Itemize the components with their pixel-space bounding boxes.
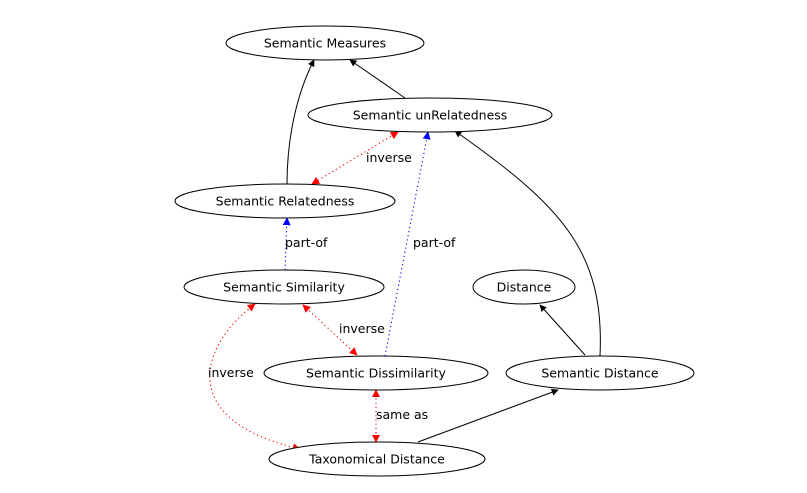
node-semantic-similarity[interactable]: Semantic Similarity xyxy=(183,269,385,305)
node-label-semantic-dissimilarity: Semantic Dissimilarity xyxy=(306,366,446,381)
edge-label-part-of-1: part-of xyxy=(285,235,328,250)
node-semantic-unrelatedness[interactable]: Semantic unRelatedness xyxy=(307,97,553,133)
edge-inverse-similarity-taxonomical xyxy=(209,303,301,452)
edge-label-part-of-2: part-of xyxy=(413,235,456,250)
node-label-taxonomical-distance: Taxonomical Distance xyxy=(308,452,445,467)
edge-label-inverse-3: inverse xyxy=(208,365,254,380)
node-semantic-distance[interactable]: Semantic Distance xyxy=(505,355,695,391)
edge-label-same-as: same as xyxy=(376,407,428,422)
edge-distance-to-unrelatedness xyxy=(454,130,601,357)
node-semantic-measures[interactable]: Semantic Measures xyxy=(225,25,425,61)
node-semantic-dissimilarity[interactable]: Semantic Dissimilarity xyxy=(263,355,489,391)
edge-taxonomical-to-semantic-distance xyxy=(417,388,559,443)
edge-label-inverse-2: inverse xyxy=(339,321,385,336)
node-taxonomical-distance[interactable]: Taxonomical Distance xyxy=(268,441,486,477)
edge-relatedness-to-measures xyxy=(286,59,315,185)
node-label-semantic-relatedness: Semantic Relatedness xyxy=(216,194,355,209)
node-label-semantic-similarity: Semantic Similarity xyxy=(223,280,345,295)
node-label-semantic-measures: Semantic Measures xyxy=(264,36,386,51)
node-label-semantic-distance: Semantic Distance xyxy=(541,366,659,381)
node-semantic-relatedness[interactable]: Semantic Relatedness xyxy=(174,183,396,219)
node-distance[interactable]: Distance xyxy=(472,269,576,305)
edge-unrelatedness-to-measures xyxy=(349,59,406,99)
edge-partof-similarity-relatedness xyxy=(282,217,291,271)
edge-semantic-distance-to-distance xyxy=(539,304,586,356)
node-label-distance: Distance xyxy=(497,280,552,295)
node-label-semantic-unrelatedness: Semantic unRelatedness xyxy=(353,108,508,123)
edge-label-inverse-1: inverse xyxy=(366,150,412,165)
edge-partof-dissimilarity-unrelatedness xyxy=(384,131,431,357)
